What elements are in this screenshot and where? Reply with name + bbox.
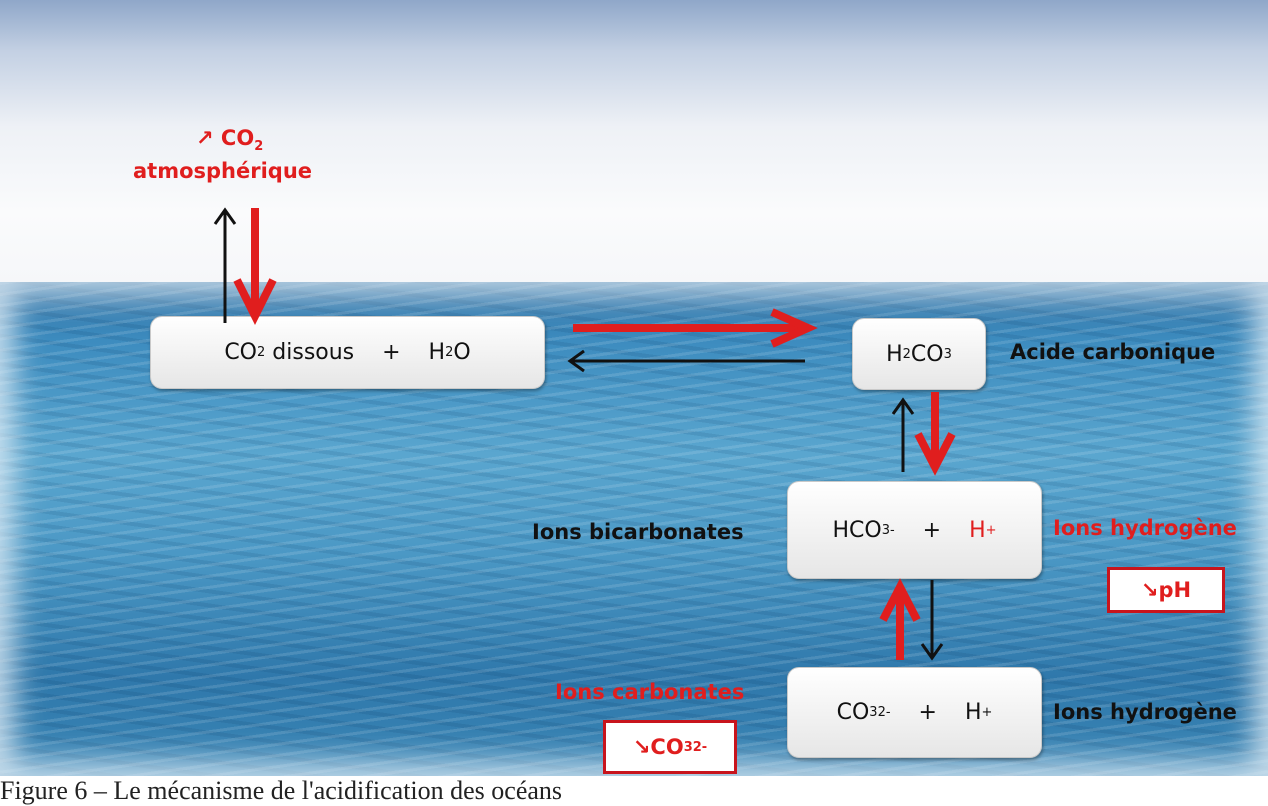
superscript: + bbox=[981, 705, 993, 720]
ph-text: pH bbox=[1158, 578, 1192, 602]
arrow-co2-absorption bbox=[233, 208, 277, 325]
hydrogen-text: H bbox=[969, 517, 986, 543]
co2-text: CO bbox=[220, 126, 255, 150]
subscript: 2 bbox=[257, 345, 266, 360]
ph-decrease-badge: ↘ pH bbox=[1107, 567, 1225, 613]
co3-text: CO bbox=[836, 700, 870, 725]
arrow-carbonic-dissociation bbox=[914, 392, 956, 476]
label-carbonates: Ions carbonates bbox=[555, 680, 745, 704]
subscript: 3 bbox=[869, 705, 878, 720]
arrow-carbonate-to-bicarbonate bbox=[879, 578, 921, 660]
superscript: 2- bbox=[877, 705, 891, 720]
dissolved-text: dissous + H bbox=[265, 340, 446, 365]
arrow-bicarbonate-dissociation bbox=[920, 580, 944, 661]
superscript: 2- bbox=[692, 739, 708, 755]
label-hydrogen-ions-red: Ions hydrogène bbox=[1053, 516, 1237, 540]
sky-background bbox=[0, 0, 1268, 282]
atmospheric-label: atmosphérique bbox=[133, 159, 313, 183]
subscript: 3 bbox=[881, 522, 890, 538]
hydrogen-text: H bbox=[964, 700, 982, 725]
increase-arrow-icon: ↗ bbox=[196, 126, 214, 150]
decrease-arrow-icon: ↘ bbox=[632, 735, 651, 759]
atmospheric-co2-increase: ↗ CO2 bbox=[196, 126, 263, 154]
decrease-arrow-icon: ↘ bbox=[1140, 578, 1159, 602]
arrow-reverse-carbonic bbox=[567, 349, 805, 373]
o-text: O bbox=[453, 340, 471, 365]
h-text: H bbox=[886, 341, 903, 367]
subscript: 2 bbox=[254, 139, 264, 155]
subscript: 2 bbox=[445, 345, 454, 360]
label-bicarbonates: Ions bicarbonates bbox=[532, 520, 744, 544]
arrow-forward-carbonic bbox=[573, 308, 818, 348]
arrow-co2-outgassing bbox=[213, 207, 237, 323]
subscript: 3 bbox=[683, 739, 693, 755]
plus-text: + bbox=[890, 700, 965, 725]
label-carbonic-acid: Acide carbonique bbox=[1010, 340, 1216, 364]
co2-text: CO bbox=[224, 340, 257, 365]
label-hydrogen-ions-black: Ions hydrogène bbox=[1053, 700, 1237, 724]
subscript: 2 bbox=[902, 346, 911, 362]
plus-text: + bbox=[894, 517, 970, 543]
subscript: 3 bbox=[943, 346, 952, 362]
hco3-text: HCO bbox=[832, 517, 882, 543]
co3-text: CO bbox=[650, 735, 684, 759]
figure-caption: Figure 6 – Le mécanisme de l'acidificati… bbox=[0, 776, 563, 805]
co-text: CO bbox=[910, 341, 944, 367]
arrow-bicarbonate-to-carbonic bbox=[891, 397, 915, 472]
superscript: - bbox=[889, 522, 895, 538]
superscript: + bbox=[985, 522, 997, 538]
